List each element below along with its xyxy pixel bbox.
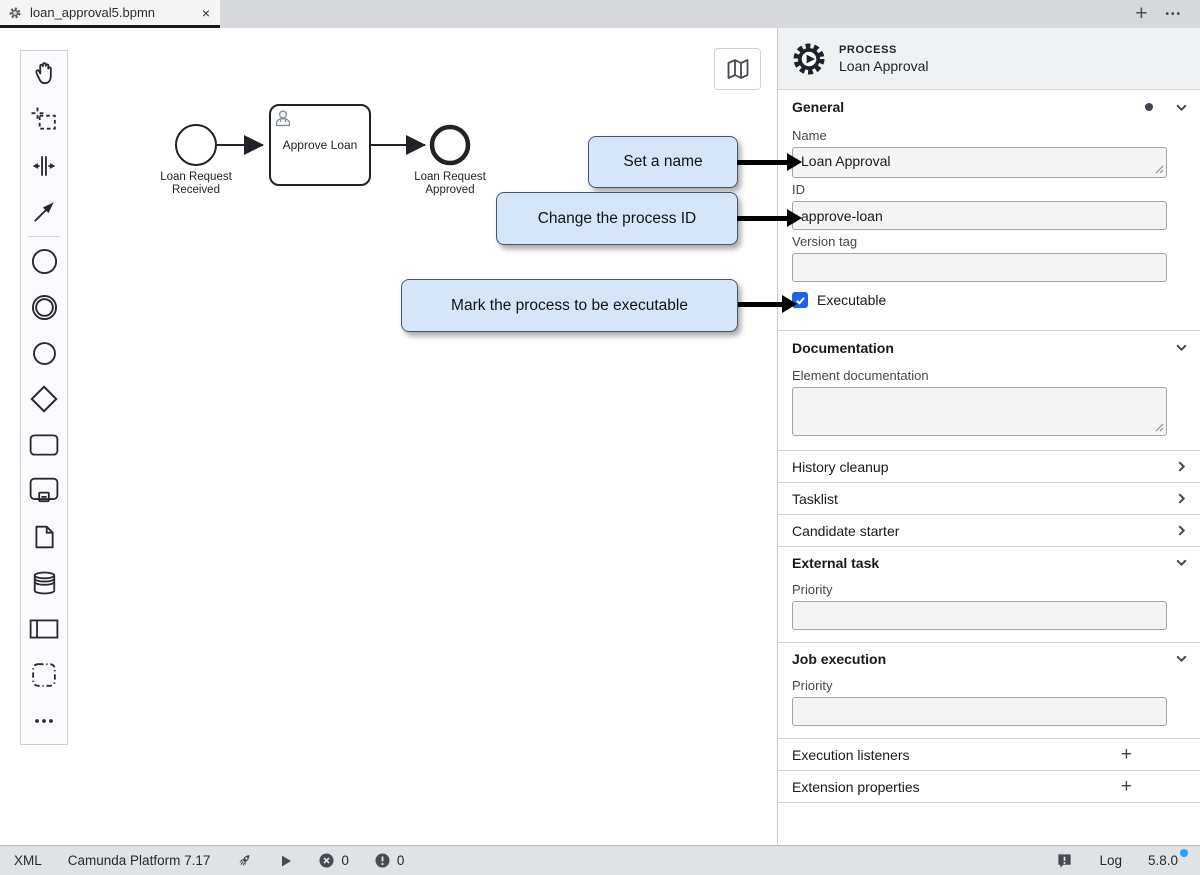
log-toggle-button[interactable]: Log bbox=[1099, 853, 1122, 868]
palette-divider bbox=[28, 236, 60, 237]
section-candidate-starter[interactable]: Candidate starter bbox=[778, 514, 1200, 546]
subprocess-icon[interactable] bbox=[21, 468, 67, 514]
error-icon bbox=[319, 853, 334, 868]
intermediate-event-icon[interactable] bbox=[21, 284, 67, 330]
executable-label: Executable bbox=[817, 292, 887, 308]
section-general[interactable]: General bbox=[778, 90, 1200, 124]
chevron-right-icon bbox=[1175, 524, 1188, 537]
properties-panel-header: PROCESS Loan Approval bbox=[778, 28, 1200, 90]
play-icon bbox=[282, 855, 292, 866]
job-execution-priority-label: Priority bbox=[792, 678, 833, 693]
end-event-shape[interactable]: Loan Request Approved bbox=[414, 124, 487, 196]
version-tag-input[interactable] bbox=[792, 253, 1167, 282]
job-execution-priority-input[interactable] bbox=[792, 697, 1167, 726]
tab-overflow-button[interactable]: ••• bbox=[1165, 8, 1182, 20]
version-info-button[interactable]: 5.8.0 bbox=[1148, 849, 1188, 868]
start-instance-button[interactable] bbox=[279, 854, 293, 868]
main-area: Loan Request Received Approve Loan bbox=[0, 28, 1200, 845]
warning-count[interactable]: 0 bbox=[375, 853, 404, 868]
add-execution-listener-button[interactable]: + bbox=[1120, 744, 1132, 765]
section-job-execution[interactable]: Job execution bbox=[778, 642, 1200, 674]
element-documentation-label: Element documentation bbox=[792, 368, 929, 383]
tab-bar: loan_approval5.bpmn × + ••• bbox=[0, 0, 1200, 28]
hand-tool-icon[interactable] bbox=[21, 51, 67, 97]
error-count[interactable]: 0 bbox=[319, 853, 349, 868]
section-extension-properties[interactable]: Extension properties + bbox=[778, 770, 1200, 802]
xml-tab-button[interactable]: XML bbox=[14, 853, 42, 868]
external-task-priority-label: Priority bbox=[792, 582, 833, 597]
chevron-down-icon bbox=[1175, 556, 1188, 569]
version-tag-field-label: Version tag bbox=[792, 234, 858, 249]
chevron-right-icon bbox=[1175, 460, 1188, 473]
palette-more-icon[interactable] bbox=[21, 698, 67, 744]
warning-icon bbox=[375, 853, 390, 868]
name-field-label: Name bbox=[792, 128, 827, 143]
rocket-icon bbox=[239, 855, 250, 866]
chevron-right-icon bbox=[1175, 492, 1188, 505]
tab-close-icon[interactable]: × bbox=[201, 4, 210, 21]
gateway-icon[interactable] bbox=[21, 376, 67, 422]
map-icon bbox=[727, 59, 748, 79]
svg-text:Received: Received bbox=[172, 184, 220, 196]
space-tool-icon[interactable] bbox=[21, 143, 67, 189]
chevron-down-icon bbox=[1175, 101, 1188, 114]
end-event-icon[interactable] bbox=[21, 330, 67, 376]
group-icon[interactable] bbox=[21, 652, 67, 698]
update-available-dot bbox=[1180, 849, 1188, 857]
properties-panel-body: General Name Loan Approval bbox=[778, 90, 1200, 845]
section-execution-listeners[interactable]: Execution listeners + bbox=[778, 738, 1200, 770]
platform-version-button[interactable]: Camunda Platform 7.17 bbox=[67, 853, 211, 868]
data-object-icon[interactable] bbox=[21, 514, 67, 560]
edited-dot-indicator bbox=[1145, 103, 1153, 111]
process-icon bbox=[793, 43, 825, 74]
task-icon[interactable] bbox=[21, 422, 67, 468]
section-documentation[interactable]: Documentation bbox=[778, 330, 1200, 364]
element-name-label: Loan Approval bbox=[839, 57, 929, 74]
section-external-task[interactable]: External task bbox=[778, 546, 1200, 578]
problems-button[interactable] bbox=[1056, 852, 1073, 869]
properties-panel: PROCESS Loan Approval General Name bbox=[778, 28, 1200, 845]
section-history-cleanup[interactable]: History cleanup bbox=[778, 450, 1200, 482]
svg-text:Loan Request: Loan Request bbox=[160, 171, 232, 183]
bpmn-diagram: Loan Request Received Approve Loan bbox=[160, 104, 487, 196]
problems-icon bbox=[1058, 854, 1072, 868]
svg-text:Approve Loan: Approve Loan bbox=[283, 138, 358, 152]
start-event-icon[interactable] bbox=[21, 238, 67, 284]
new-tab-button[interactable]: + bbox=[1135, 1, 1148, 25]
participant-icon[interactable] bbox=[21, 606, 67, 652]
svg-text:Loan Request: Loan Request bbox=[414, 171, 486, 183]
bpmn-canvas[interactable]: Loan Request Received Approve Loan bbox=[0, 28, 778, 845]
status-bar: XML Camunda Platform 7.17 bbox=[0, 845, 1200, 875]
start-event-shape[interactable]: Loan Request Received bbox=[160, 124, 233, 196]
data-store-icon[interactable] bbox=[21, 560, 67, 606]
element-type-label: PROCESS bbox=[839, 43, 897, 56]
name-input[interactable]: Loan Approval bbox=[792, 147, 1167, 178]
id-field-label: ID bbox=[792, 182, 805, 197]
tab-title: loan_approval5.bpmn bbox=[30, 5, 156, 20]
bpmn-file-icon bbox=[8, 6, 22, 20]
user-task-icon bbox=[275, 110, 291, 127]
executable-checkbox[interactable] bbox=[792, 292, 808, 308]
minimap-toggle-button[interactable] bbox=[714, 48, 761, 90]
palette bbox=[20, 50, 68, 745]
svg-text:Approved: Approved bbox=[425, 184, 474, 196]
section-tasklist[interactable]: Tasklist bbox=[778, 482, 1200, 514]
global-connect-tool-icon[interactable] bbox=[21, 189, 67, 235]
user-task-shape[interactable]: Approve Loan bbox=[269, 104, 371, 186]
id-input[interactable] bbox=[792, 201, 1167, 230]
tab-loan-approval5[interactable]: loan_approval5.bpmn × bbox=[0, 0, 220, 28]
deploy-button[interactable] bbox=[236, 852, 253, 869]
lasso-tool-icon[interactable] bbox=[21, 97, 67, 143]
tabbar-actions: + ••• bbox=[1135, 0, 1200, 28]
add-extension-property-button[interactable]: + bbox=[1120, 776, 1132, 797]
chevron-down-icon bbox=[1175, 652, 1188, 665]
external-task-priority-input[interactable] bbox=[792, 601, 1167, 630]
chevron-down-icon bbox=[1175, 341, 1188, 354]
element-documentation-input[interactable] bbox=[792, 387, 1167, 436]
